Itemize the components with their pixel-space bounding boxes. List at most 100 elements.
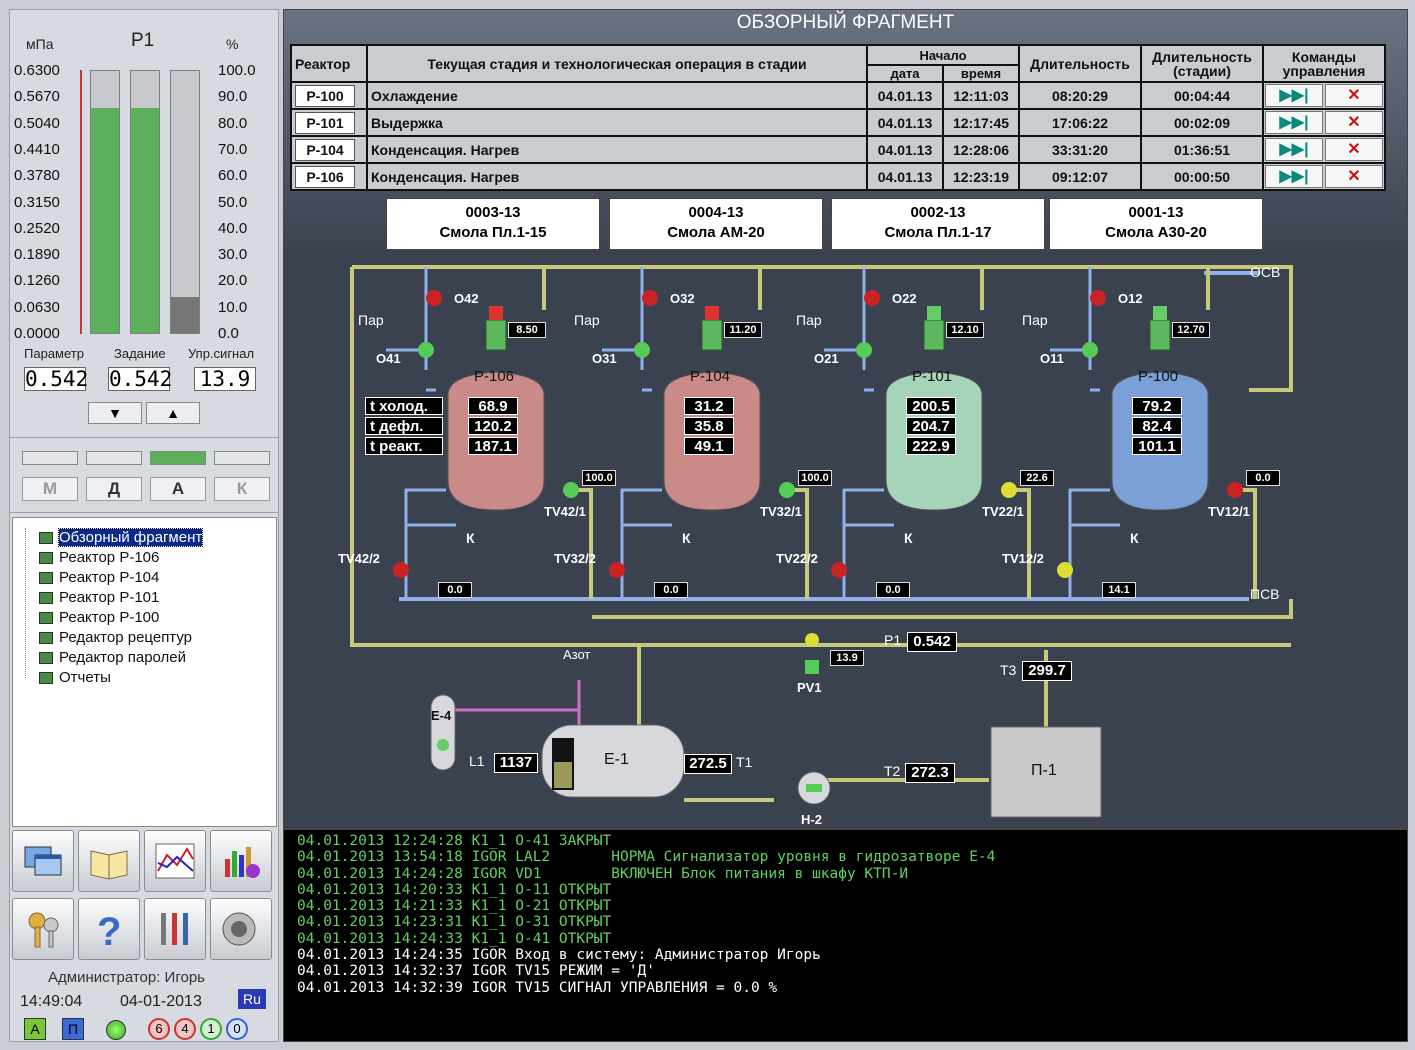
journal-button[interactable]	[78, 830, 140, 892]
cell-time: 12:11:03	[942, 81, 1020, 110]
cell-date: 04.01.13	[866, 135, 944, 164]
valve-icon[interactable]	[1082, 342, 1098, 358]
tank-e4[interactable]	[430, 694, 456, 771]
unit-p1[interactable]	[990, 726, 1102, 818]
agitator-motor[interactable]	[701, 319, 723, 351]
windows-button[interactable]	[12, 830, 74, 892]
valve-icon[interactable]	[856, 342, 872, 358]
alarm-count-system[interactable]: 0	[226, 1018, 248, 1040]
stop-button[interactable]: ✕	[1325, 165, 1383, 188]
folder-icon	[39, 532, 53, 544]
status-bar: Администратор: Игорь 14:49:04 04-01-2013…	[10, 965, 278, 1043]
drain-label: К	[904, 530, 913, 546]
next-step-button[interactable]: ▶▶|	[1265, 84, 1323, 107]
scale-tick-left: 0.5040	[14, 114, 60, 132]
valve-icon[interactable]	[418, 342, 434, 358]
control-gauge	[170, 70, 200, 334]
e1-label: Е-1	[604, 751, 629, 768]
reactor-button[interactable]: Р-106	[295, 165, 355, 188]
valve-icon[interactable]	[426, 290, 442, 306]
tree-item-label: Реактор Р-101	[59, 589, 160, 606]
reactor-button[interactable]: Р-101	[295, 111, 355, 134]
stop-button[interactable]: ✕	[1325, 138, 1383, 161]
keys-button[interactable]	[12, 898, 74, 960]
stage-table: Реактор Текущая стадия и технологическая…	[290, 44, 1386, 191]
alarm-count-critical[interactable]: 6	[148, 1018, 170, 1040]
tree-item[interactable]: Редактор паролей	[37, 648, 186, 668]
pv1-actuator	[805, 660, 819, 674]
decrease-button[interactable]: ▼	[88, 402, 142, 424]
valve-icon[interactable]	[864, 290, 880, 306]
tree-item[interactable]: Обзорный фрагмент	[37, 528, 204, 548]
valve-icon[interactable]	[1227, 482, 1243, 498]
tree-item[interactable]: Реактор Р-106	[37, 548, 159, 568]
setpoint-gauge[interactable]	[130, 70, 160, 334]
setpoint-input[interactable]: 0.542	[108, 367, 173, 391]
agitator-motor[interactable]	[485, 319, 507, 351]
next-step-button[interactable]: ▶▶|	[1265, 138, 1323, 161]
reports-button[interactable]	[210, 830, 272, 892]
tree-item[interactable]: Реактор Р-101	[37, 588, 159, 608]
sound-button[interactable]	[210, 898, 272, 960]
stop-button[interactable]: ✕	[1325, 111, 1383, 134]
mode-k-button[interactable]: К	[214, 477, 270, 501]
reactor-button[interactable]: Р-100	[295, 84, 355, 107]
cell-commands: ▶▶|✕	[1262, 135, 1386, 164]
t-cold-value: 68.9	[468, 397, 518, 415]
increase-button[interactable]: ▲	[146, 402, 200, 424]
cell-date: 04.01.13	[866, 81, 944, 110]
cell-stage-duration: 00:00:50	[1140, 162, 1264, 191]
reactor-button[interactable]: Р-104	[295, 138, 355, 161]
tree-item[interactable]: Отчеты	[37, 668, 111, 688]
mode-m-button[interactable]: М	[22, 477, 78, 501]
speaker-icon	[222, 912, 256, 946]
steam-label: Пар	[574, 312, 600, 328]
mode-a-button[interactable]: А	[150, 477, 206, 501]
settings-button[interactable]	[144, 898, 206, 960]
valve-icon[interactable]	[642, 290, 658, 306]
valve-icon[interactable]	[1090, 290, 1106, 306]
col-reactor: Реактор	[290, 44, 368, 83]
tv1-label: TV32/1	[760, 504, 802, 519]
cell-commands: ▶▶|✕	[1262, 81, 1386, 110]
valve-icon[interactable]	[1057, 562, 1073, 578]
language-button[interactable]: Ru	[238, 989, 266, 1009]
alarm-count-high[interactable]: 4	[174, 1018, 196, 1040]
motor-speed: 12.10	[946, 322, 984, 338]
scale-tick-right: 70.0	[218, 140, 248, 158]
trends-button[interactable]	[144, 830, 206, 892]
tree-item[interactable]: Реактор Р-104	[37, 568, 159, 588]
valve-icon[interactable]	[609, 562, 625, 578]
help-button[interactable]: ?	[78, 898, 140, 960]
scale-tick-left: 0.1260	[14, 272, 60, 290]
alarm-count-info[interactable]: 1	[200, 1018, 222, 1040]
motor-status-icon	[705, 306, 719, 320]
agitator-motor[interactable]	[923, 319, 945, 351]
valve-icon[interactable]	[634, 342, 650, 358]
valve-icon[interactable]	[563, 482, 579, 498]
next-step-button[interactable]: ▶▶|	[1265, 111, 1323, 134]
tree-item-label: Редактор паролей	[59, 649, 187, 666]
agitator-motor[interactable]	[1149, 319, 1171, 351]
next-step-button[interactable]: ▶▶|	[1265, 165, 1323, 188]
tree-item[interactable]: Редактор рецептур	[37, 628, 192, 648]
valve-icon[interactable]	[1001, 482, 1017, 498]
jacket-in	[404, 488, 446, 599]
motor-status-icon	[927, 306, 941, 320]
tree-item[interactable]: Реактор Р-100	[37, 608, 159, 628]
folder-icon	[39, 632, 53, 644]
valve-icon[interactable]	[831, 562, 847, 578]
mode-d-button[interactable]: Д	[86, 477, 142, 501]
batch-name: Смола Пл.1-15	[439, 224, 547, 241]
stop-button[interactable]: ✕	[1325, 84, 1383, 107]
pv1-valve[interactable]	[805, 633, 819, 647]
valve-icon[interactable]	[779, 482, 795, 498]
valve-icon[interactable]	[393, 562, 409, 578]
batch-id: 0004-13	[688, 204, 744, 221]
